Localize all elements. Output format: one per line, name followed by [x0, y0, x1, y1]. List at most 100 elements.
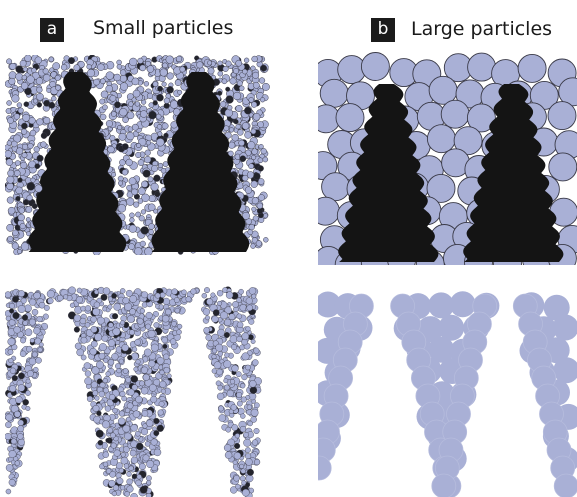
small-particle	[241, 332, 250, 341]
small-particle	[36, 316, 43, 323]
small-particle	[120, 485, 126, 491]
small-particle	[84, 370, 92, 377]
small-particle	[141, 193, 150, 202]
small-particle	[145, 60, 151, 67]
small-particle	[25, 406, 31, 411]
small-particle	[18, 372, 25, 380]
small-particle	[146, 475, 152, 482]
small-particle	[225, 86, 231, 92]
small-particle	[103, 387, 109, 394]
small-particle	[243, 431, 249, 438]
small-particle	[31, 67, 37, 73]
small-particle	[16, 102, 23, 108]
small-particle	[9, 62, 17, 70]
small-particle	[148, 360, 156, 368]
small-particle	[21, 128, 28, 135]
small-particle	[92, 390, 99, 397]
small-particle	[102, 451, 109, 458]
small-particle	[229, 379, 236, 385]
small-particle	[136, 142, 142, 149]
small-particle	[258, 144, 264, 150]
small-particle	[223, 444, 232, 452]
small-particle	[158, 400, 165, 407]
small-particle	[257, 178, 265, 185]
small-particle	[246, 171, 255, 179]
small-particle	[250, 180, 258, 188]
small-particle	[33, 366, 39, 373]
small-particle	[130, 493, 138, 497]
large-particle	[360, 52, 390, 81]
small-particle	[86, 395, 94, 402]
small-particle	[21, 74, 27, 81]
small-particle	[121, 143, 129, 150]
small-particle	[5, 413, 13, 422]
panel-a-top-view	[5, 55, 270, 255]
small-particle	[56, 294, 64, 302]
small-particle	[250, 243, 256, 249]
small-particle	[13, 169, 21, 177]
small-particle	[252, 71, 260, 79]
small-particle	[140, 110, 148, 118]
small-particle	[159, 292, 166, 299]
small-particle	[22, 399, 29, 406]
small-particle	[156, 138, 165, 147]
small-particle	[122, 424, 131, 433]
small-particle	[177, 89, 183, 95]
small-particle	[19, 223, 26, 230]
panel-b-bottom-view	[318, 291, 577, 497]
small-particle	[5, 421, 12, 429]
small-particle	[84, 322, 91, 328]
small-particle	[159, 68, 168, 77]
small-particle	[75, 296, 83, 304]
small-particle	[22, 320, 29, 326]
small-particle	[163, 97, 170, 104]
small-particle	[135, 479, 142, 487]
small-particle	[232, 91, 242, 101]
small-particle	[245, 326, 251, 332]
small-particle	[31, 308, 39, 316]
large-particle	[335, 103, 365, 133]
tree-shape	[338, 84, 439, 262]
small-particle	[100, 113, 107, 121]
small-particle	[54, 74, 61, 81]
small-particle	[207, 60, 213, 66]
large-particle	[547, 101, 577, 131]
small-particle	[233, 68, 240, 74]
small-particle	[217, 300, 223, 306]
small-particle	[139, 64, 146, 72]
small-particle	[111, 491, 117, 497]
small-particle	[196, 61, 204, 69]
large-particle	[438, 314, 465, 341]
small-particle	[7, 349, 14, 355]
small-particle	[102, 420, 110, 429]
panel-a-bottom-view	[5, 286, 262, 497]
small-particle	[233, 452, 242, 460]
small-particle	[135, 430, 141, 437]
small-particle	[121, 344, 129, 352]
small-particle	[109, 95, 117, 102]
small-particle	[6, 182, 14, 191]
small-particle	[73, 326, 80, 333]
small-particle	[110, 442, 117, 449]
small-particle	[100, 293, 108, 301]
small-particle	[13, 326, 21, 334]
small-particle	[158, 304, 164, 310]
small-particle	[84, 377, 93, 385]
small-particle	[5, 432, 12, 441]
small-particle	[250, 128, 257, 135]
small-particle	[74, 342, 82, 350]
small-particle	[101, 402, 107, 408]
small-particle	[28, 117, 36, 125]
small-particle	[241, 174, 249, 182]
small-particle	[247, 420, 253, 427]
small-particle	[161, 81, 167, 87]
small-particle	[130, 456, 138, 464]
small-particle	[251, 148, 258, 155]
small-particle	[206, 298, 214, 306]
small-particle	[15, 196, 21, 202]
small-particle	[48, 101, 56, 109]
small-particle	[139, 240, 146, 247]
small-particle	[17, 425, 25, 433]
small-particle	[241, 374, 248, 381]
small-particle	[125, 289, 133, 297]
